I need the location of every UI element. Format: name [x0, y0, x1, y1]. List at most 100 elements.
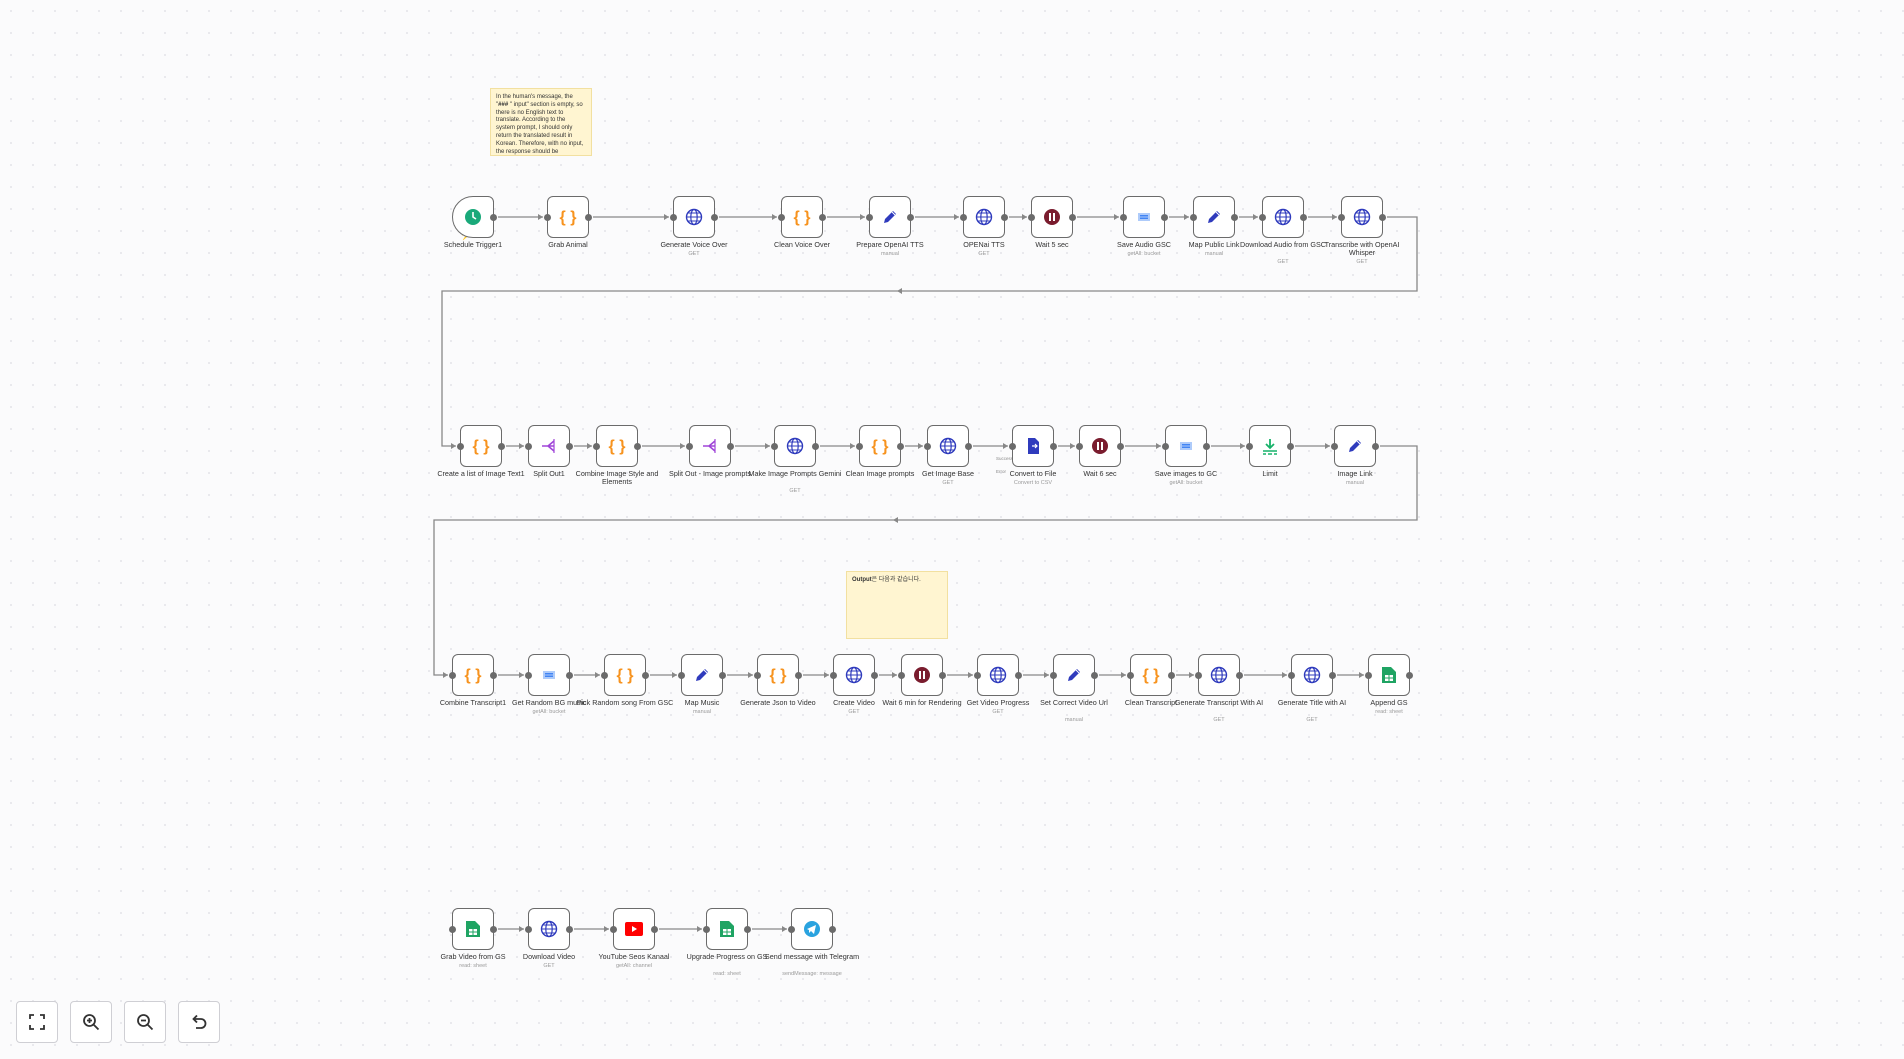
input-port[interactable] [778, 214, 785, 221]
input-port[interactable] [1050, 672, 1057, 679]
workflow-node[interactable] [703, 908, 751, 950]
output-port[interactable] [1406, 672, 1413, 679]
workflow-node[interactable]: { } [856, 425, 904, 467]
workflow-node[interactable]: { } [778, 196, 826, 238]
input-port[interactable] [898, 672, 905, 679]
input-port[interactable] [1120, 214, 1127, 221]
workflow-node[interactable] [974, 654, 1022, 696]
workflow-node[interactable] [960, 196, 1008, 238]
input-port[interactable] [1259, 214, 1266, 221]
output-port[interactable] [795, 672, 802, 679]
workflow-node[interactable] [525, 908, 573, 950]
workflow-node[interactable] [1195, 654, 1243, 696]
workflow-node[interactable] [525, 425, 573, 467]
sticky-note-output[interactable]: Output은 다음과 같습니다. [846, 571, 948, 639]
input-port[interactable] [771, 443, 778, 450]
output-port[interactable] [1050, 443, 1057, 450]
input-port[interactable] [525, 672, 532, 679]
sticky-note-translation[interactable]: In the human's message, the "### " input… [490, 88, 592, 156]
input-port[interactable] [788, 926, 795, 933]
input-port[interactable] [974, 672, 981, 679]
output-port[interactable] [1001, 214, 1008, 221]
output-port[interactable] [566, 672, 573, 679]
workflow-node[interactable] [1028, 196, 1076, 238]
output-port[interactable] [812, 443, 819, 450]
output-port[interactable] [1372, 443, 1379, 450]
workflow-node[interactable]: { } [754, 654, 802, 696]
workflow-node[interactable] [1246, 425, 1294, 467]
output-port[interactable] [744, 926, 751, 933]
workflow-node[interactable]: { } [1127, 654, 1175, 696]
workflow-node[interactable]: { } [601, 654, 649, 696]
output-port[interactable] [642, 672, 649, 679]
output-port[interactable] [1117, 443, 1124, 450]
workflow-node[interactable] [1050, 654, 1098, 696]
output-port[interactable] [711, 214, 718, 221]
input-port[interactable] [1162, 443, 1169, 450]
output-port[interactable] [651, 926, 658, 933]
input-port[interactable] [1009, 443, 1016, 450]
workflow-node[interactable] [1288, 654, 1336, 696]
output-port[interactable] [566, 443, 573, 450]
workflow-node[interactable]: { } [449, 654, 497, 696]
workflow-node[interactable] [686, 425, 734, 467]
input-port[interactable] [544, 214, 551, 221]
output-port[interactable] [1379, 214, 1386, 221]
output-port[interactable] [1329, 672, 1336, 679]
input-port[interactable] [1127, 672, 1134, 679]
output-port[interactable] [1300, 214, 1307, 221]
output-port[interactable] [585, 214, 592, 221]
output-port[interactable] [490, 926, 497, 933]
workflow-node[interactable] [771, 425, 819, 467]
zoom-out-button[interactable] [124, 1001, 166, 1043]
output-port[interactable] [1091, 672, 1098, 679]
input-port[interactable] [525, 926, 532, 933]
input-port[interactable] [1338, 214, 1345, 221]
output-port[interactable] [871, 672, 878, 679]
input-port[interactable] [1190, 214, 1197, 221]
workflow-node[interactable] [898, 654, 946, 696]
output-port[interactable] [490, 672, 497, 679]
input-port[interactable] [1288, 672, 1295, 679]
workflow-node[interactable] [924, 425, 972, 467]
input-port[interactable] [1028, 214, 1035, 221]
output-port[interactable] [727, 443, 734, 450]
input-port[interactable] [960, 214, 967, 221]
output-port[interactable] [965, 443, 972, 450]
output-port[interactable] [829, 926, 836, 933]
input-port[interactable] [830, 672, 837, 679]
workflow-node[interactable] [1076, 425, 1124, 467]
workflow-node[interactable] [452, 196, 497, 238]
output-port[interactable] [490, 214, 497, 221]
input-port[interactable] [593, 443, 600, 450]
input-port[interactable] [1331, 443, 1338, 450]
workflow-node[interactable] [678, 654, 726, 696]
workflow-node[interactable] [1162, 425, 1210, 467]
output-port[interactable] [939, 672, 946, 679]
workflow-node[interactable] [610, 908, 658, 950]
workflow-node[interactable] [830, 654, 878, 696]
workflow-node[interactable] [1259, 196, 1307, 238]
output-port[interactable] [907, 214, 914, 221]
workflow-node[interactable] [1331, 425, 1379, 467]
wrap-row2-row3[interactable] [433, 445, 1418, 676]
workflow-node[interactable]: { } [544, 196, 592, 238]
input-port[interactable] [1246, 443, 1253, 450]
output-port[interactable] [897, 443, 904, 450]
workflow-node[interactable] [1009, 425, 1057, 467]
output-port[interactable] [1069, 214, 1076, 221]
workflow-node[interactable] [449, 908, 497, 950]
zoom-in-button[interactable] [70, 1001, 112, 1043]
input-port[interactable] [856, 443, 863, 450]
input-port[interactable] [525, 443, 532, 450]
output-port[interactable] [1287, 443, 1294, 450]
input-port[interactable] [686, 443, 693, 450]
workflow-node[interactable]: { } [457, 425, 505, 467]
input-port[interactable] [457, 443, 464, 450]
output-port[interactable] [819, 214, 826, 221]
input-port[interactable] [924, 443, 931, 450]
workflow-node[interactable] [670, 196, 718, 238]
input-port[interactable] [866, 214, 873, 221]
input-port[interactable] [1076, 443, 1083, 450]
input-port[interactable] [610, 926, 617, 933]
